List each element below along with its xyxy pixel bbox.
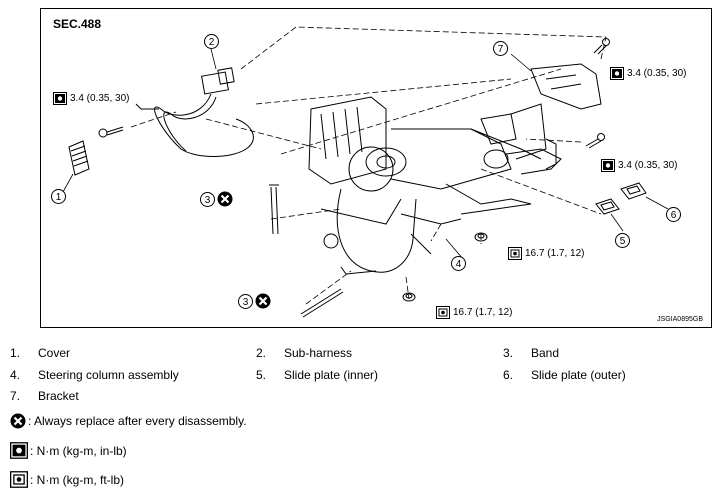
torque-in-lb-icon (10, 442, 28, 459)
callout-1: 1 (51, 189, 66, 204)
replace-icon (217, 191, 233, 207)
torque-in-lb-icon (53, 92, 67, 105)
legend-num-1: 1. (10, 346, 21, 360)
legend-label-3: Band (531, 346, 560, 360)
legend-num-6: 6. (503, 368, 514, 382)
key-torque-in-lb: : N·m (kg-m, in-lb) (10, 442, 127, 459)
cover-part (68, 140, 90, 176)
legend-label-4: Steering column assembly (38, 368, 179, 382)
legend-num-7: 7. (10, 389, 21, 403)
legend-num-4: 4. (10, 368, 21, 382)
callout-2: 2 (204, 34, 219, 49)
callout-3-upper: 3 (200, 192, 215, 207)
replace-icon (10, 413, 26, 429)
torque-ft-lb-icon (436, 306, 450, 319)
legend-label-6: Slide plate (outer) (531, 368, 626, 382)
legend-num-3: 3. (503, 346, 514, 360)
legend-label-5: Slide plate (inner) (284, 368, 379, 382)
torque-mid-right: 3.4 (0.35, 30) (601, 159, 677, 172)
callout-6: 6 (666, 207, 681, 222)
replace-icon (255, 293, 271, 309)
torque-bottom: 16.7 (1.7, 12) (436, 306, 512, 319)
callout-7: 7 (493, 41, 508, 56)
exploded-diagram-frame: SEC.488 (40, 8, 712, 328)
key-torque-ft-lb: : N·m (kg-m, ft-lb) (10, 471, 124, 488)
torque-in-lb-icon (610, 67, 624, 80)
callout-4: 4 (451, 256, 466, 271)
torque-in-lb-icon (601, 159, 615, 172)
callout-3-lower: 3 (238, 294, 253, 309)
callout-5: 5 (615, 233, 630, 248)
torque-mid: 16.7 (1.7, 12) (508, 247, 584, 260)
figure-id: JSGIA0895GB (657, 316, 703, 323)
legend-label-2: Sub-harness (284, 346, 353, 360)
torque-ft-lb-icon (10, 471, 28, 488)
section-label: SEC.488 (53, 17, 102, 31)
steering-column-drawing (62, 26, 669, 318)
torque-ft-lb-icon (508, 247, 522, 260)
key-replace: : Always replace after every disassembly… (10, 413, 247, 429)
legend-num-2: 2. (256, 346, 267, 360)
torque-left: 3.4 (0.35, 30) (53, 92, 129, 105)
torque-top-right: 3.4 (0.35, 30) (610, 67, 686, 80)
legend-num-5: 5. (256, 368, 267, 382)
legend-label-7: Bracket (38, 389, 79, 403)
legend-label-1: Cover (38, 346, 71, 360)
